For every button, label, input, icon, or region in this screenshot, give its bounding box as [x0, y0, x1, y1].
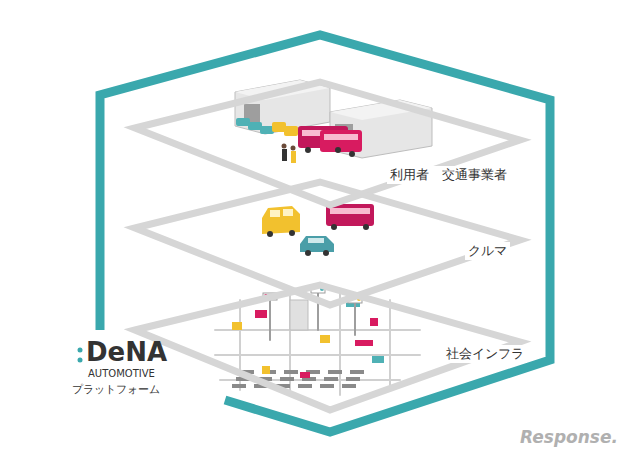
seat-block	[280, 377, 294, 381]
logo-subtitle: AUTOMOTIVE	[88, 368, 155, 379]
seat-block	[320, 384, 334, 388]
seat-block	[324, 377, 338, 381]
watermark: Response.	[520, 428, 618, 447]
seat-block	[284, 370, 298, 374]
logo-text: DeNA	[86, 338, 167, 367]
layer-plate: 社会インフラ	[125, 275, 535, 420]
layer-plate: クルマ	[125, 172, 535, 317]
plate-outline	[125, 70, 535, 215]
seat-block	[298, 384, 312, 388]
seat-block	[350, 370, 364, 374]
vehicles	[262, 204, 374, 256]
logo-caption: プラットフォーム	[72, 384, 160, 396]
seat-block	[342, 384, 356, 388]
layer-label: 社会インフラ	[443, 345, 527, 363]
layer-label: 利用者 交通事業者	[387, 166, 510, 184]
seat-block	[328, 370, 342, 374]
layer-plate: 利用者 交通事業者	[125, 70, 535, 215]
logo-mark	[78, 348, 83, 363]
layer-label: クルマ	[465, 242, 510, 260]
seat-block	[346, 377, 360, 381]
seat-block	[232, 384, 246, 388]
